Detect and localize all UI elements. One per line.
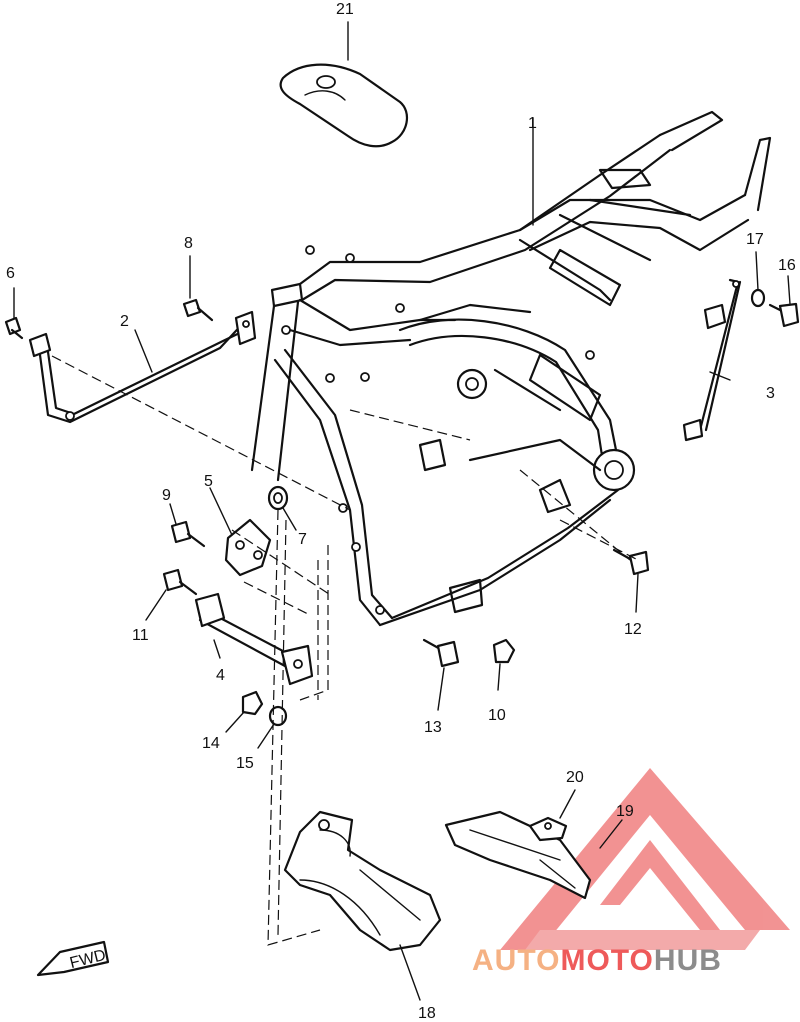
label-part-21: 21 — [336, 1, 354, 18]
label-part-19: 19 — [616, 803, 634, 820]
part-1-main-frame — [250, 110, 772, 627]
label-part-13: 13 — [424, 719, 442, 736]
label-part-9: 9 — [162, 487, 171, 504]
part-19-guard — [444, 810, 592, 900]
label-part-5: 5 — [204, 473, 213, 490]
label-part-17: 17 — [746, 231, 764, 248]
part-4-lower-bracket — [194, 592, 314, 686]
part-3-rear-bracket — [682, 278, 742, 442]
part-13-bolt — [422, 638, 460, 668]
watermark-triangle-inner — [600, 840, 720, 930]
watermark-part3: HUB — [654, 944, 722, 977]
label-part-7: 7 — [298, 531, 307, 548]
watermark-part1: AUTO — [472, 944, 560, 977]
label-part-15: 15 — [236, 755, 254, 772]
part-2-front-bracket — [28, 310, 257, 424]
watermark-triangle-outer — [500, 768, 790, 950]
part-17-washer — [750, 288, 766, 308]
label-part-10: 10 — [488, 707, 506, 724]
label-part-14: 14 — [202, 735, 220, 752]
part-15-collar — [268, 705, 288, 727]
part-number-labels: 21 1 2 3 4 5 6 7 8 9 10 11 12 13 14 15 1… — [6, 1, 796, 1022]
label-part-12: 12 — [624, 621, 642, 638]
label-part-3: 3 — [766, 385, 775, 402]
label-part-11: 11 — [132, 627, 149, 644]
label-part-2: 2 — [120, 313, 129, 330]
part-9-bolt — [170, 520, 206, 548]
label-part-20: 20 — [566, 769, 584, 786]
part-10-nut — [492, 638, 516, 664]
fwd-arrow-icon: FWD — [36, 940, 110, 977]
label-part-4: 4 — [216, 667, 225, 684]
part-7-collar — [267, 485, 289, 511]
watermark-triangle-base — [525, 930, 760, 950]
label-part-18: 18 — [418, 1005, 436, 1022]
svg-text:AUTOMOTOHUB: AUTOMOTOHUB — [472, 944, 722, 977]
assembly-dashed-lines — [51, 355, 639, 946]
part-18-under-cover — [283, 810, 442, 952]
label-part-16: 16 — [778, 257, 796, 274]
part-11-bolt — [162, 568, 198, 596]
part-20-bracket — [528, 816, 568, 842]
part-5-plate — [224, 518, 272, 577]
part-8-bolt — [182, 298, 214, 322]
part-6-bolt — [4, 316, 24, 340]
leader-lines — [13, 21, 791, 1001]
part-12-bolt — [612, 548, 650, 576]
part-16-bolt — [768, 302, 800, 328]
watermark-logo — [500, 768, 790, 950]
label-part-6: 6 — [6, 265, 15, 282]
part-14-nut — [241, 690, 264, 716]
watermark-text: AUTOMOTOHUB — [472, 944, 722, 977]
label-part-1: 1 — [528, 115, 537, 132]
label-part-8: 8 — [184, 235, 193, 252]
part-21-seat — [279, 63, 409, 148]
watermark-part2: MOTO — [560, 944, 653, 977]
